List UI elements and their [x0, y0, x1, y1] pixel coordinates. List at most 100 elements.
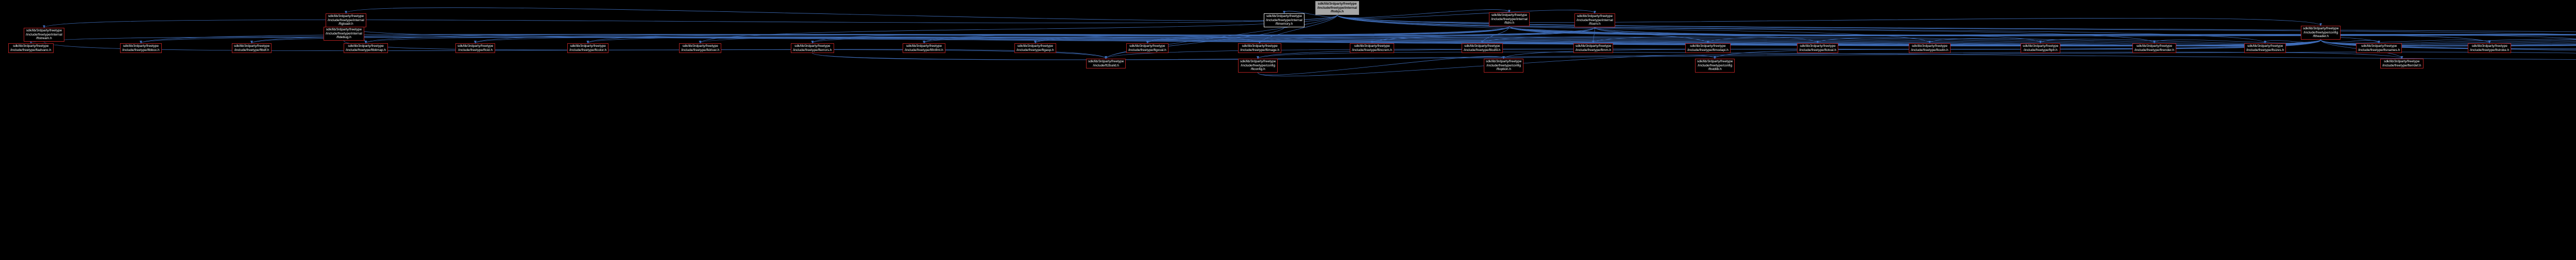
- graph-node-f2[interactable]: sdk/lib/3rdparty/freetype/include/freety…: [1238, 59, 1278, 73]
- graph-node-f1[interactable]: sdk/lib/3rdparty/freetype/include/ft2bui…: [1086, 59, 1126, 68]
- edge: [1481, 26, 1510, 44]
- graph-node-L15[interactable]: sdk/lib/3rdparty/freetype/include/freety…: [1573, 43, 1614, 53]
- node-label-line: sdk/lib/3rdparty/freetype: [1242, 44, 1278, 48]
- edge: [1509, 26, 2576, 36]
- graph-node-f4[interactable]: sdk/lib/3rdparty/freetype/include/freety…: [1695, 59, 1735, 73]
- node-label-line: /include/freetype/ftotval.h: [1799, 48, 1837, 52]
- node-label-line: /include/freetype/ftincrem.h: [1352, 48, 1393, 52]
- graph-node-L6[interactable]: sdk/lib/3rdparty/freetype/include/freety…: [567, 43, 609, 53]
- node-label-line: sdk/lib/3rdparty/freetype: [682, 44, 718, 48]
- node-label-line: /include/freetype/ftsizes.h: [2246, 48, 2284, 52]
- graph-node-f5[interactable]: sdk/lib/3rdparty/freetype/include/freety…: [2380, 59, 2424, 68]
- edge: [346, 27, 1261, 44]
- graph-node-r3b[interactable]: sdk/lib/3rdparty/freetype/include/freety…: [324, 27, 364, 41]
- graph-node-r3a[interactable]: sdk/lib/3rdparty/freetype/include/freety…: [24, 28, 64, 42]
- graph-node-L16[interactable]: sdk/lib/3rdparty/freetype/include/freety…: [1685, 43, 1731, 53]
- graph-node-L7[interactable]: sdk/lib/3rdparty/freetype/include/freety…: [679, 43, 722, 53]
- node-label-line: sdk/lib/3rdparty/freetype: [1575, 44, 1612, 48]
- edge: [812, 51, 2403, 60]
- edge: [2320, 39, 2380, 44]
- graph-node-L23[interactable]: sdk/lib/3rdparty/freetype/include/freety…: [2468, 43, 2512, 53]
- graph-node-r2b[interactable]: sdk/lib/3rdparty/freetype/include/freety…: [1264, 13, 1304, 27]
- node-label-line: /include/freetype/ftbitmap.h: [346, 48, 386, 52]
- graph-node-L11[interactable]: sdk/lib/3rdparty/freetype/include/freety…: [1126, 43, 1168, 53]
- edge: [1370, 37, 2321, 46]
- edge: [1509, 26, 2576, 36]
- edge: [699, 14, 1337, 44]
- edge: [364, 26, 1510, 44]
- node-label-line: /ftobjs.h: [1330, 10, 1344, 13]
- edge: [1034, 26, 1510, 44]
- graph-node-L20[interactable]: sdk/lib/3rdparty/freetype/include/freety…: [2132, 43, 2176, 53]
- graph-node-L12[interactable]: sdk/lib/3rdparty/freetype/include/freety…: [1238, 43, 1282, 53]
- node-label-line: sdk/lib/3rdparty/freetype: [906, 44, 942, 48]
- node-label-line: /include/freetype/config: [1241, 63, 1276, 67]
- node-label-line: /ftstdlib.h: [1708, 67, 1722, 71]
- graph-node-L14[interactable]: sdk/lib/3rdparty/freetype/include/freety…: [1462, 43, 1503, 53]
- edge: [1509, 26, 2576, 36]
- node-label-line: sdk/lib/3rdparty/freetype: [570, 44, 606, 48]
- graph-node-L5[interactable]: sdk/lib/3rdparty/freetype/include/freety…: [455, 43, 496, 53]
- node-label-line: sdk/lib/3rdparty/freetype: [1697, 60, 1733, 63]
- edge: [1509, 26, 2380, 44]
- edge: [811, 26, 1510, 44]
- edge: [1592, 27, 1595, 44]
- node-label-line: /include/freetype/config: [1698, 63, 1733, 67]
- graph-node-L18[interactable]: sdk/lib/3rdparty/freetype/include/freety…: [1909, 43, 1951, 53]
- node-label-line: /include/freetype/ftdriver.h: [681, 48, 720, 52]
- graph-node-r2c[interactable]: sdk/lib/3rdparty/freetype/include/freety…: [1489, 12, 1530, 26]
- graph-node-L22[interactable]: sdk/lib/3rdparty/freetype/include/freety…: [2356, 43, 2402, 53]
- node-label-line: /include/freetype/ftlcdfil.h: [1464, 48, 1501, 52]
- node-label-line: /include/freetype/config: [1486, 63, 1521, 67]
- node-label-line: sdk/lib/3rdparty/freetype: [2303, 27, 2339, 30]
- edge: [1509, 26, 2576, 39]
- edge: [1337, 14, 2322, 26]
- graph-node-L17[interactable]: sdk/lib/3rdparty/freetype/include/freety…: [1797, 43, 1839, 53]
- node-label-line: sdk/lib/3rdparty/freetype: [1486, 60, 1522, 63]
- node-label-line: /include/freetype/internal: [1266, 18, 1302, 22]
- node-label-line: /include/freetype/ftoutln.h: [1911, 48, 1948, 52]
- node-label-line: sdk/lib/3rdparty/freetype: [326, 28, 362, 31]
- edge: [587, 37, 2321, 46]
- graph-node-hub[interactable]: sdk/lib/3rdparty/freetype/include/freety…: [2301, 26, 2341, 40]
- edge: [1257, 51, 2576, 60]
- node-label-line: /ftdebug.h: [336, 36, 351, 39]
- node-label-line: sdk/lib/3rdparty/freetype: [26, 29, 62, 32]
- graph-node-L3[interactable]: sdk/lib/3rdparty/freetype/include/freety…: [232, 43, 272, 53]
- node-label-line: /include/freetype/internal: [1317, 6, 1357, 10]
- edge: [1509, 26, 2042, 44]
- graph-node-r2a[interactable]: sdk/lib/3rdparty/freetype/include/freety…: [326, 13, 366, 27]
- graph-node-L2[interactable]: sdk/lib/3rdparty/freetype/include/freety…: [120, 43, 162, 53]
- graph-node-f3[interactable]: sdk/lib/3rdparty/freetype/include/freety…: [1484, 59, 1524, 73]
- edge: [1034, 37, 2321, 46]
- node-label-line: /include/freetype/ftcid.h: [458, 48, 493, 52]
- edge: [1258, 56, 1505, 76]
- node-label-line: /ftdrv.h: [1504, 21, 1515, 25]
- node-label-line: sdk/lib/3rdparty/freetype: [1317, 2, 1357, 6]
- node-label-line: sdk/lib/3rdparty/freetype: [1464, 44, 1500, 48]
- edge: [812, 51, 2576, 60]
- edge: [1337, 14, 2156, 44]
- graph-node-L21[interactable]: sdk/lib/3rdparty/freetype/include/freety…: [2244, 43, 2286, 53]
- edge: [43, 14, 1337, 28]
- node-label-line: sdk/lib/3rdparty/freetype: [457, 44, 494, 48]
- graph-node-L13[interactable]: sdk/lib/3rdparty/freetype/include/freety…: [1350, 43, 1395, 53]
- node-label-line: sdk/lib/3rdparty/freetype: [2136, 44, 2173, 48]
- edge: [1595, 27, 2576, 37]
- edge: [2320, 39, 2491, 44]
- node-label-line: /include/freetype/ftmm.h: [1575, 48, 1612, 52]
- node-label-line: sdk/lib/3rdparty/freetype: [1690, 44, 1726, 48]
- edge: [2153, 39, 2321, 44]
- graph-node-L1[interactable]: sdk/lib/3rdparty/freetype/include/freety…: [8, 43, 54, 53]
- graph-node-L19[interactable]: sdk/lib/3rdparty/freetype/include/freety…: [2021, 43, 2061, 53]
- graph-node-root[interactable]: sdk/lib/3rdparty/freetype/include/freety…: [1315, 1, 1359, 15]
- node-label-line: sdk/lib/3rdparty/freetype: [1129, 44, 1165, 48]
- node-label-line: sdk/lib/3rdparty/freetype: [1800, 44, 1836, 48]
- node-label-line: /include/freetype/ftrender.h: [2134, 48, 2174, 52]
- graph-node-r2d[interactable]: sdk/lib/3rdparty/freetype/include/freety…: [1574, 13, 1615, 27]
- graph-node-L8[interactable]: sdk/lib/3rdparty/freetype/include/freety…: [791, 43, 834, 53]
- graph-node-L10[interactable]: sdk/lib/3rdparty/freetype/include/freety…: [1014, 43, 1056, 53]
- graph-node-L9[interactable]: sdk/lib/3rdparty/freetype/include/freety…: [903, 43, 945, 53]
- graph-node-L4[interactable]: sdk/lib/3rdparty/freetype/include/freety…: [344, 43, 388, 53]
